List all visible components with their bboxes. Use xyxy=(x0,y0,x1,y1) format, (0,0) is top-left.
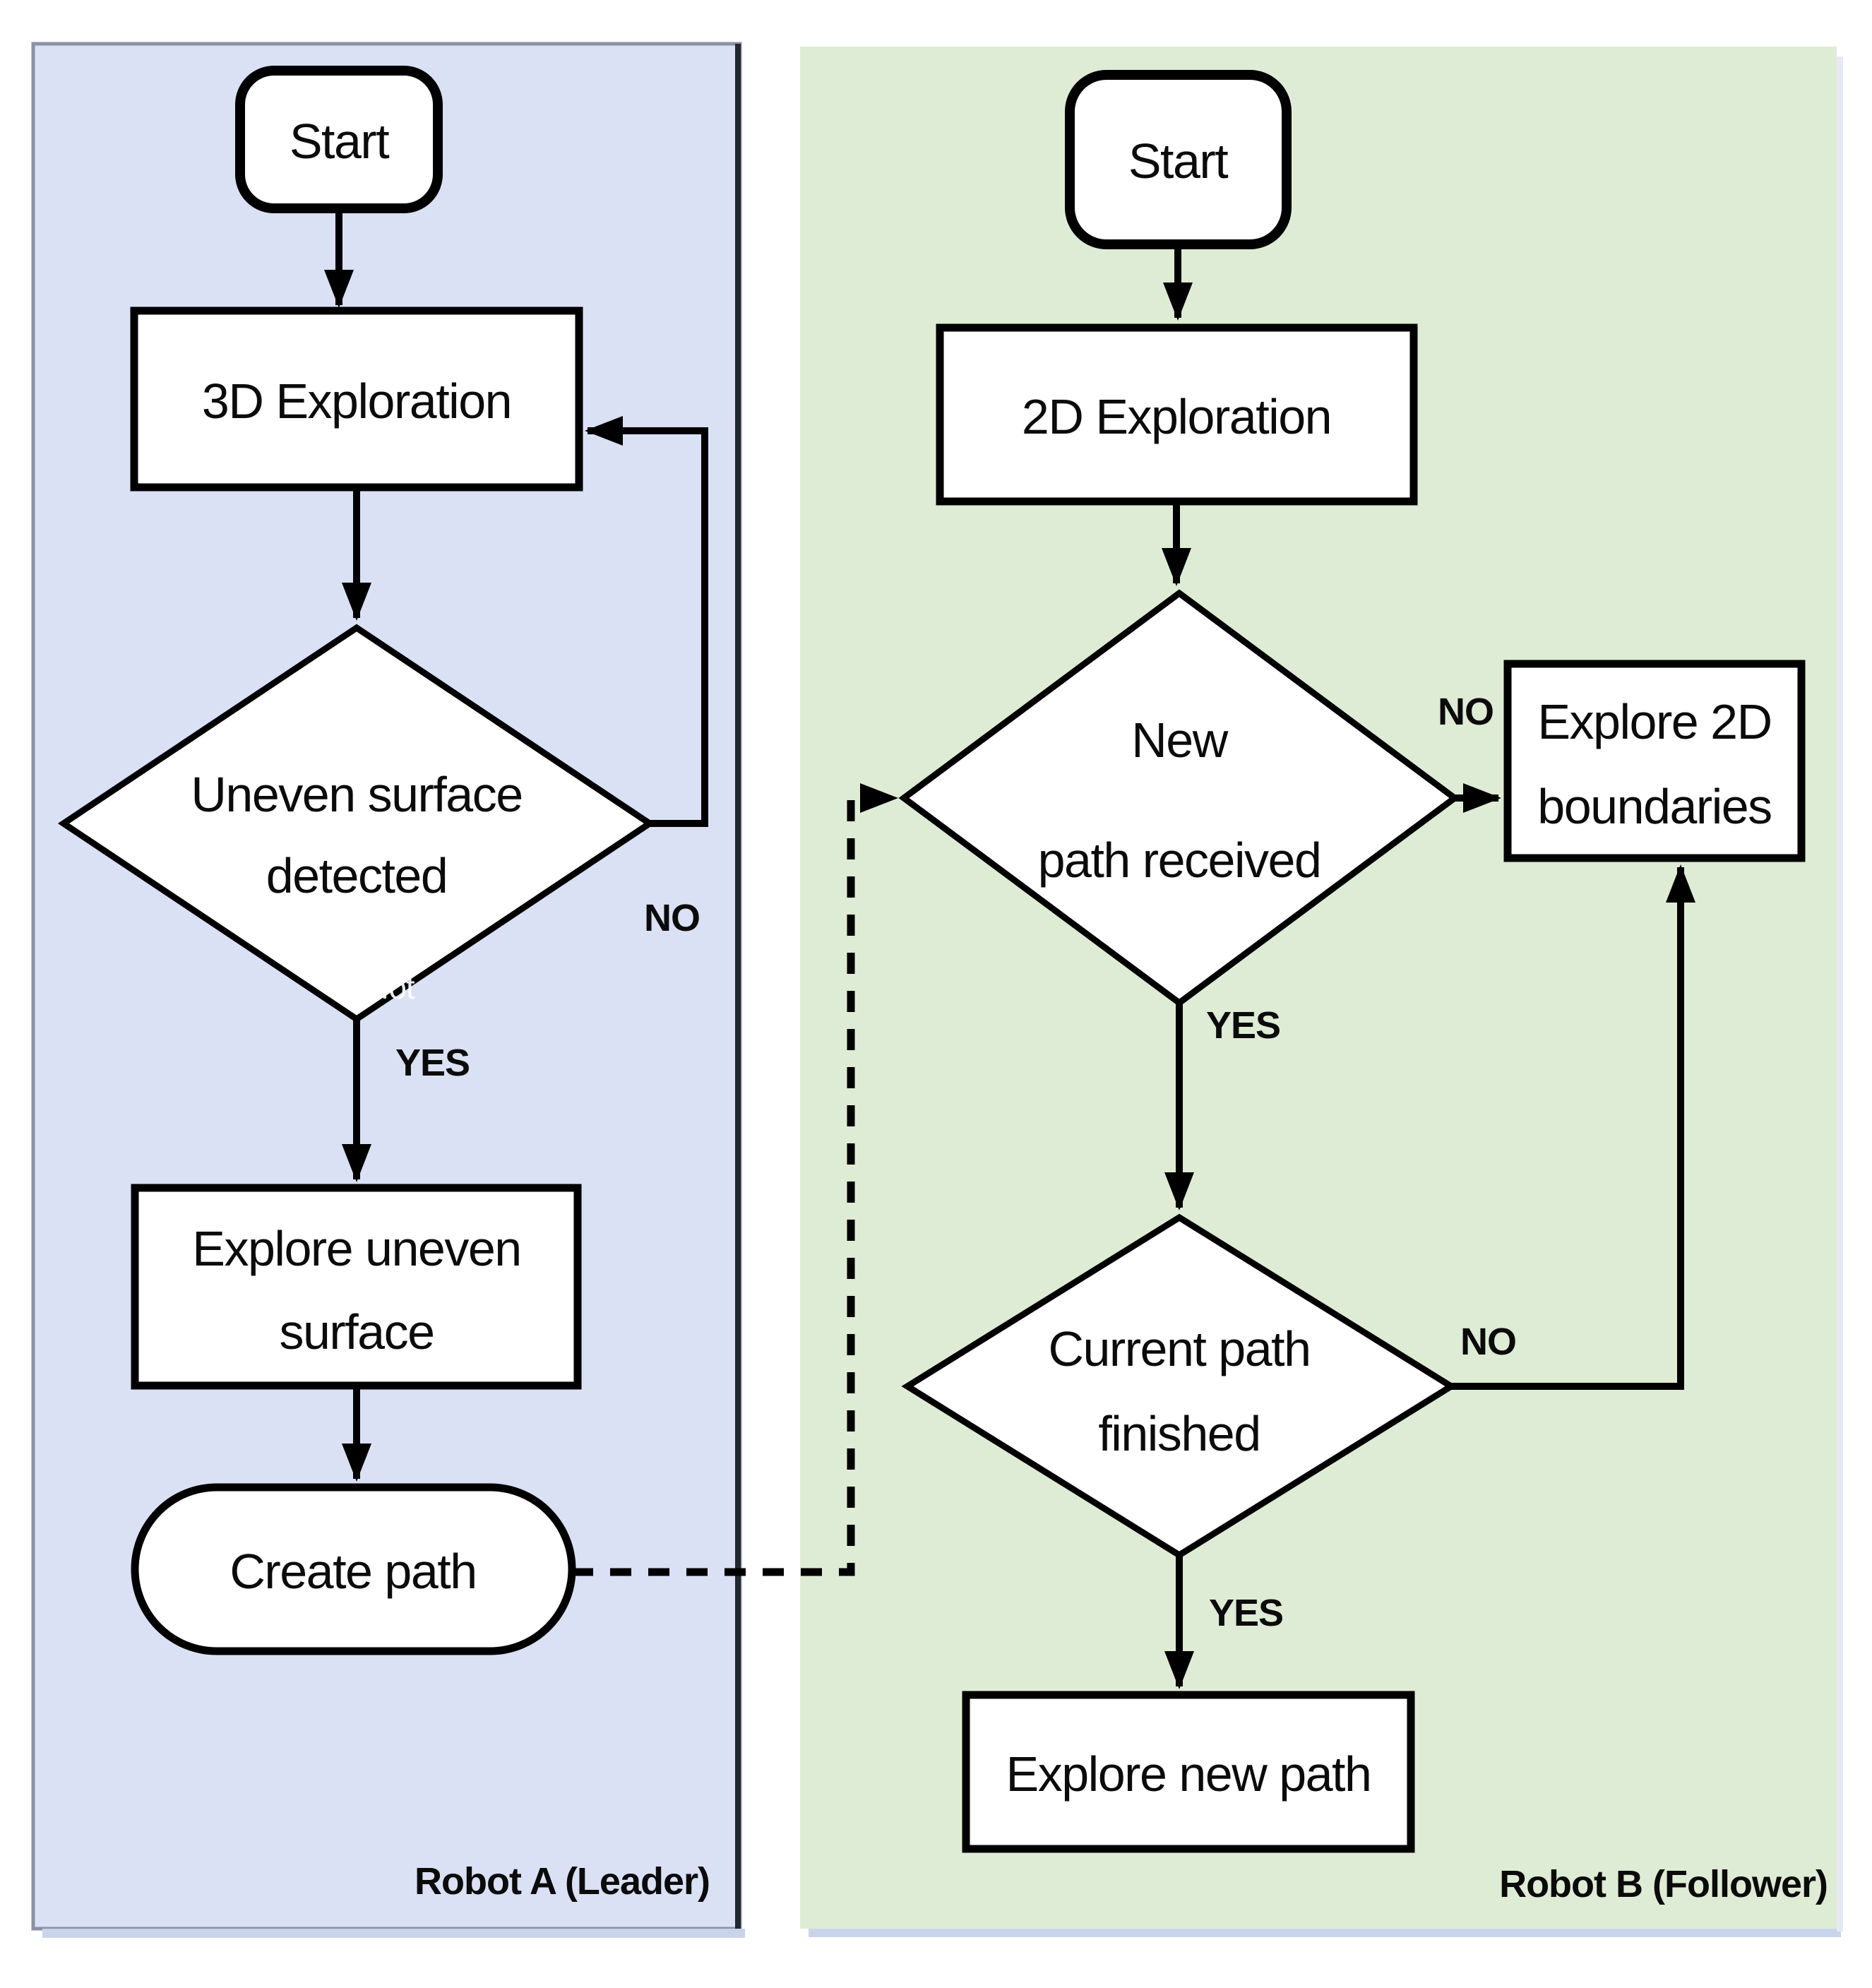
start-a-shape xyxy=(235,66,443,213)
node-uneven-surface-decision: Uneven surface detected xyxy=(57,624,656,1023)
explore-uneven-shape xyxy=(131,1184,582,1390)
explore-2d-line1: Explore 2D xyxy=(1537,694,1771,749)
newpath-no-label: NO xyxy=(1438,691,1494,733)
node-2d-exploration: 2D Exploration xyxy=(936,323,1418,506)
uneven-surface-shape xyxy=(57,624,656,1023)
start-a-label: Start xyxy=(290,114,389,169)
panel-robot-b-label: Robot B (Follower) xyxy=(1499,1863,1828,1905)
create-path-label: Create path xyxy=(229,1544,476,1599)
watermark-text: ...ot xyxy=(364,969,415,1006)
current-path-line1: Current path xyxy=(1048,1321,1310,1376)
explore-new-label: Explore new path xyxy=(1006,1746,1371,1802)
uneven-no-label: NO xyxy=(644,897,700,939)
panel-robot-b-right-shadow xyxy=(1837,56,1843,1932)
3d-exploration-label: 3D Exploration xyxy=(202,374,511,429)
node-new-path-decision: New path received xyxy=(898,589,1460,1007)
start-b-label: Start xyxy=(1128,133,1228,189)
panel-robot-b-bottom-shadow xyxy=(809,1929,1841,1937)
new-path-line2: path received xyxy=(1038,833,1321,888)
uneven-surface-line2: detected xyxy=(266,848,448,903)
3d-exploration-shape xyxy=(130,306,583,492)
start-b-shape xyxy=(1065,70,1292,249)
panel-robot-a-label: Robot A (Leader) xyxy=(415,1860,710,1903)
current-path-line2: finished xyxy=(1098,1406,1260,1461)
explore-uneven-line2: surface xyxy=(279,1304,434,1359)
explore-2d-shape xyxy=(1503,660,1806,862)
node-start-b: Start xyxy=(1065,70,1292,249)
new-path-shape xyxy=(898,589,1460,1007)
newpath-yes-label: YES xyxy=(1206,1004,1280,1047)
edge-createpath-to-newpath-dashed xyxy=(572,783,898,1576)
panel-robot-a-bottom-shadow xyxy=(42,1929,745,1938)
node-3d-exploration: 3D Exploration xyxy=(130,306,583,492)
explore-2d-line2: boundaries xyxy=(1537,779,1771,834)
panel-robot-a-right-edge xyxy=(735,44,741,1929)
node-create-path: Create path xyxy=(131,1483,576,1655)
uneven-surface-line1: Uneven surface xyxy=(191,767,522,822)
edge-currentpath-no-to-explore2d xyxy=(1451,864,1695,1390)
explore-uneven-line1: Explore uneven xyxy=(192,1221,520,1276)
2d-exploration-shape xyxy=(936,323,1418,506)
currentpath-no-label: NO xyxy=(1460,1321,1516,1363)
edge-unevensurface-no-loop xyxy=(585,416,708,827)
currentpath-yes-label: YES xyxy=(1209,1592,1283,1634)
current-path-shape xyxy=(901,1213,1457,1559)
uneven-yes-label: YES xyxy=(395,1042,470,1084)
create-path-shape xyxy=(131,1483,576,1655)
node-start-a: Start xyxy=(235,66,443,213)
node-explore-2d-boundaries: Explore 2D boundaries xyxy=(1503,660,1806,862)
new-path-line1: New xyxy=(1131,713,1228,768)
node-explore-uneven: Explore uneven surface xyxy=(131,1184,582,1390)
2d-exploration-label: 2D Exploration xyxy=(1022,389,1331,444)
explore-new-shape xyxy=(962,1691,1415,1853)
node-explore-new-path: Explore new path xyxy=(962,1691,1415,1853)
node-current-path-decision: Current path finished xyxy=(901,1213,1457,1559)
